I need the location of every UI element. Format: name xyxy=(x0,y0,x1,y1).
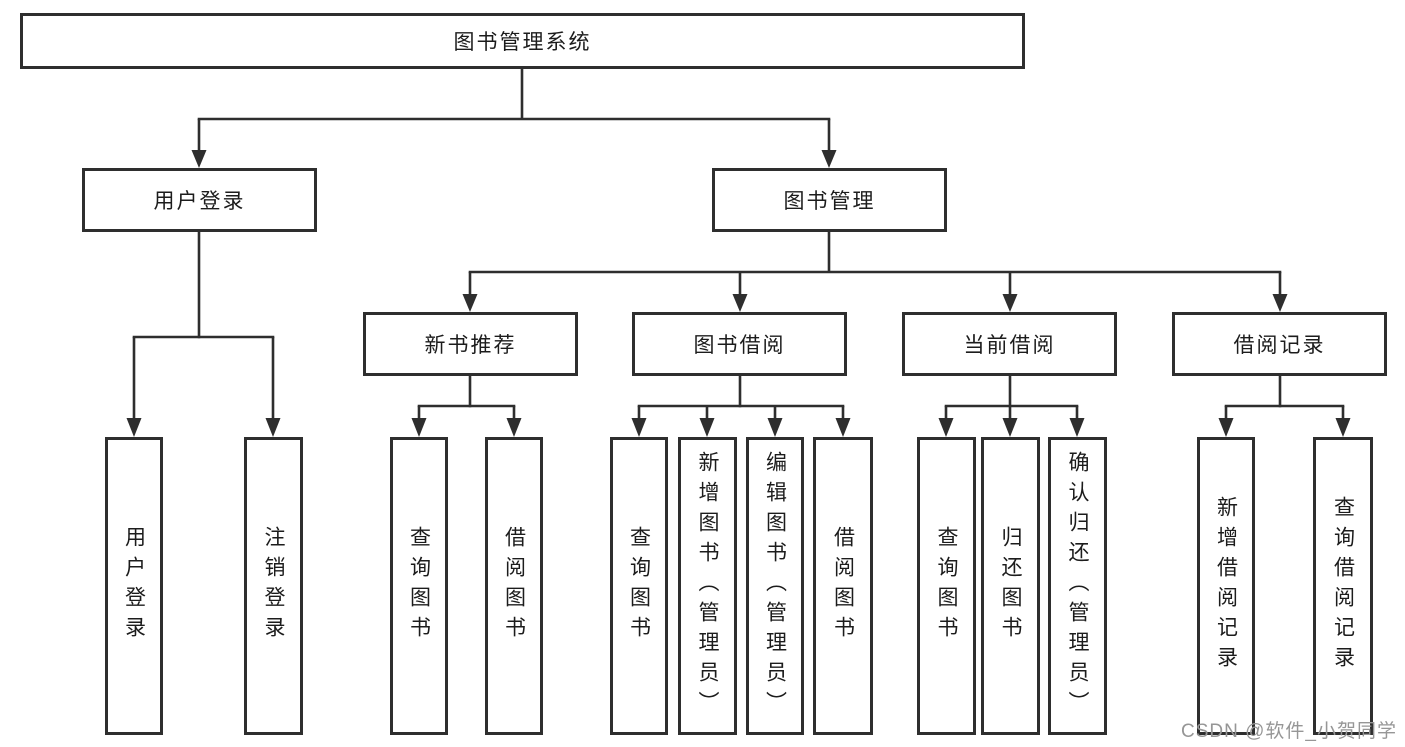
leaf-add-book-admin: 新增图书（管理员） xyxy=(678,437,737,735)
connector-new-book-recommend-to-leaves xyxy=(411,376,522,437)
node-current-borrow-label: 当前借阅 xyxy=(963,334,1056,357)
leaf-confirm-return-admin-label: 确认归还（管理员） xyxy=(1066,451,1089,721)
leaf-borrow-query-books-label: 查询图书 xyxy=(627,526,651,646)
leaf-query-borrow-record: 查询借阅记录 xyxy=(1313,437,1373,735)
node-book-management-label: 图书管理 xyxy=(783,190,876,213)
node-new-book-recommend-label: 新书推荐 xyxy=(424,334,517,357)
node-book-borrow-label: 图书借阅 xyxy=(693,334,786,357)
node-user-login: 用户登录 xyxy=(82,168,317,232)
leaf-borrow-books-label: 借阅图书 xyxy=(831,526,855,646)
leaf-query-borrow-record-label: 查询借阅记录 xyxy=(1331,496,1355,676)
connector-root-to-level2 xyxy=(191,69,837,168)
leaf-borrow-books: 借阅图书 xyxy=(813,437,873,735)
node-book-borrow: 图书借阅 xyxy=(632,312,847,376)
leaf-add-book-admin-label: 新增图书（管理员） xyxy=(696,451,719,721)
leaf-user-login-label: 用户登录 xyxy=(122,526,146,646)
node-borrow-records: 借阅记录 xyxy=(1172,312,1387,376)
connector-book-borrow-to-leaves xyxy=(631,376,851,437)
leaf-logout: 注销登录 xyxy=(244,437,303,735)
leaf-edit-book-admin: 编辑图书（管理员） xyxy=(746,437,804,735)
leaf-user-login: 用户登录 xyxy=(105,437,163,735)
leaf-confirm-return-admin: 确认归还（管理员） xyxy=(1048,437,1107,735)
connector-book-management-to-level3 xyxy=(462,232,1288,312)
leaf-logout-label: 注销登录 xyxy=(262,526,285,646)
node-new-book-recommend: 新书推荐 xyxy=(363,312,578,376)
connector-user-login-to-leaves xyxy=(126,232,281,437)
connector-borrow-records-to-leaves xyxy=(1218,376,1351,437)
leaf-current-query-books: 查询图书 xyxy=(917,437,976,735)
node-current-borrow: 当前借阅 xyxy=(902,312,1117,376)
leaf-recommend-borrow-books-label: 借阅图书 xyxy=(502,526,526,646)
leaf-edit-book-admin-label: 编辑图书（管理员） xyxy=(763,451,787,721)
node-book-management: 图书管理 xyxy=(712,168,947,232)
csdn-watermark: CSDN @软件_小贺同学 xyxy=(1181,721,1397,742)
leaf-recommend-query-books: 查询图书 xyxy=(390,437,448,735)
leaf-borrow-query-books: 查询图书 xyxy=(610,437,668,735)
connector-current-borrow-to-leaves xyxy=(938,376,1085,437)
leaf-return-books: 归还图书 xyxy=(981,437,1040,735)
leaf-add-borrow-record: 新增借阅记录 xyxy=(1197,437,1255,735)
node-root-label: 图书管理系统 xyxy=(453,31,592,54)
node-user-login-label: 用户登录 xyxy=(153,190,246,213)
leaf-return-books-label: 归还图书 xyxy=(999,526,1022,646)
leaf-current-query-books-label: 查询图书 xyxy=(935,526,958,646)
leaf-recommend-borrow-books: 借阅图书 xyxy=(485,437,543,735)
leaf-recommend-query-books-label: 查询图书 xyxy=(407,526,431,646)
node-borrow-records-label: 借阅记录 xyxy=(1233,334,1326,357)
leaf-add-borrow-record-label: 新增借阅记录 xyxy=(1214,496,1238,676)
node-root: 图书管理系统 xyxy=(20,13,1025,69)
